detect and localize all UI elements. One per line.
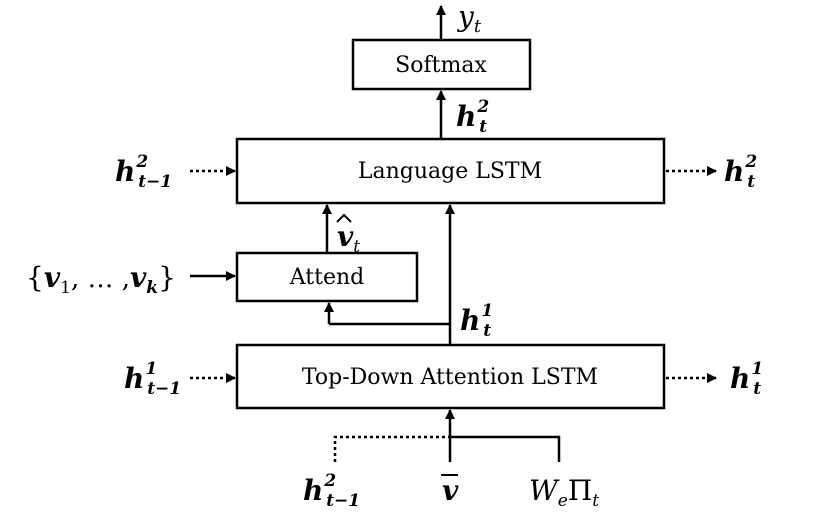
label-we-pi: WeΠt: [529, 474, 599, 511]
label-y-t: yt: [456, 0, 482, 37]
language-lstm-box: [235, 137, 666, 205]
connector-h2-prev-input: [333, 435, 450, 462]
label-v-bar: v: [442, 474, 459, 507]
softmax-label: Softmax: [395, 53, 487, 78]
connector-we-input: [450, 435, 561, 462]
attend-label: Attend: [289, 265, 364, 290]
topdown-lstm-box: [235, 343, 666, 410]
language-lstm-label: Language LSTM: [358, 159, 542, 184]
label-v-set: {v1, … ,vk}: [26, 261, 176, 298]
topdown-lstm-label: Top-Down Attention LSTM: [302, 365, 598, 390]
softmax-box: [351, 38, 532, 91]
hat-accent: [336, 213, 352, 223]
label-v-hat-t: vt: [337, 220, 360, 257]
